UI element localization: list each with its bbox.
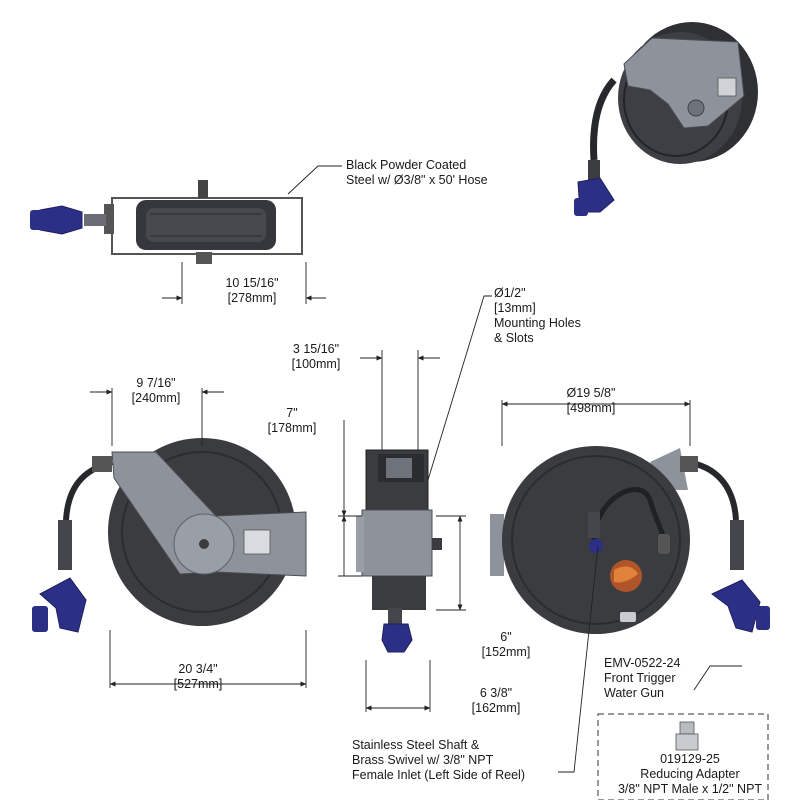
mounting-holes-line4: & Slots bbox=[494, 331, 534, 345]
side-depth-dimension: 6 3/8" [162mm] bbox=[456, 686, 536, 716]
side-depth-metric: [162mm] bbox=[471, 701, 521, 715]
dimension-lines bbox=[90, 262, 691, 712]
adapter-line3: 3/8" NPT Male x 1/2" NPT bbox=[617, 782, 763, 796]
mounting-holes-line2: [13mm] bbox=[494, 301, 536, 315]
top-depth-imperial: 10 15/16" bbox=[225, 276, 279, 290]
adapter-line2: Reducing Adapter bbox=[640, 767, 740, 781]
water-gun-line2: Front Trigger bbox=[604, 671, 676, 685]
drum-diameter-dimension: Ø19 5/8" [498mm] bbox=[546, 386, 636, 416]
water-gun-line3: Water Gun bbox=[604, 686, 664, 700]
isometric-view bbox=[574, 22, 758, 216]
lower-height-imperial: 6" bbox=[500, 630, 512, 644]
pivot-offset-imperial: 9 7/16" bbox=[136, 376, 176, 390]
rear-view bbox=[490, 446, 770, 634]
shaft-swivel-line2: Brass Swivel w/ 3/8" NPT bbox=[352, 753, 494, 767]
water-gun-line1: EMV-0522-24 bbox=[604, 656, 681, 670]
pivot-offset-dimension: 9 7/16" [240mm] bbox=[116, 376, 196, 406]
shaft-swivel-line3: Female Inlet (Left Side of Reel) bbox=[352, 768, 525, 782]
adapter-line1: 019129-25 bbox=[660, 752, 720, 766]
hole-spacing-metric: [178mm] bbox=[267, 421, 317, 435]
mounting-holes-line1: Ø1/2" bbox=[494, 286, 526, 300]
lower-height-metric: [152mm] bbox=[481, 645, 531, 659]
side-depth-imperial: 6 3/8" bbox=[479, 686, 513, 700]
shaft-swivel-line1: Stainless Steel Shaft & bbox=[352, 738, 480, 752]
drum-diameter-imperial: Ø19 5/8" bbox=[566, 386, 616, 400]
drum-diameter-metric: [498mm] bbox=[566, 401, 616, 415]
lower-height-dimension: 6" [152mm] bbox=[468, 630, 544, 660]
bracket-width-dimension: 3 15/16" [100mm] bbox=[276, 342, 356, 372]
overall-width-metric: [527mm] bbox=[173, 677, 223, 691]
top-depth-dimension: 10 15/16" [278mm] bbox=[212, 276, 292, 306]
side-view bbox=[356, 449, 442, 653]
mounting-holes-callout: Ø1/2" [13mm] Mounting Holes & Slots bbox=[494, 286, 581, 346]
hole-spacing-dimension: 7" [178mm] bbox=[252, 406, 332, 436]
leader-lines bbox=[287, 165, 742, 773]
shaft-swivel-callout: Stainless Steel Shaft & Brass Swivel w/ … bbox=[352, 738, 525, 783]
hose-material-line1: Black Powder Coated bbox=[346, 158, 467, 172]
hose-material-callout: Black Powder Coated Steel w/ Ø3/8" x 50'… bbox=[346, 158, 488, 188]
overall-width-dimension: 20 3/4" [527mm] bbox=[158, 662, 238, 692]
bracket-width-metric: [100mm] bbox=[291, 357, 341, 371]
water-gun-callout: EMV-0522-24 Front Trigger Water Gun bbox=[604, 656, 680, 701]
overall-width-imperial: 20 3/4" bbox=[178, 662, 218, 676]
top-depth-metric: [278mm] bbox=[227, 291, 277, 305]
bracket-width-imperial: 3 15/16" bbox=[292, 342, 340, 356]
top-view bbox=[30, 180, 303, 264]
adapter-callout: 019129-25 Reducing Adapter 3/8" NPT Male… bbox=[600, 752, 780, 797]
hole-spacing-imperial: 7" bbox=[286, 406, 298, 420]
pivot-offset-metric: [240mm] bbox=[131, 391, 181, 405]
mounting-holes-line3: Mounting Holes bbox=[494, 316, 581, 330]
adapter-detail bbox=[597, 713, 769, 800]
front-view bbox=[32, 438, 307, 633]
hose-material-line2: Steel w/ Ø3/8" x 50' Hose bbox=[346, 173, 488, 187]
